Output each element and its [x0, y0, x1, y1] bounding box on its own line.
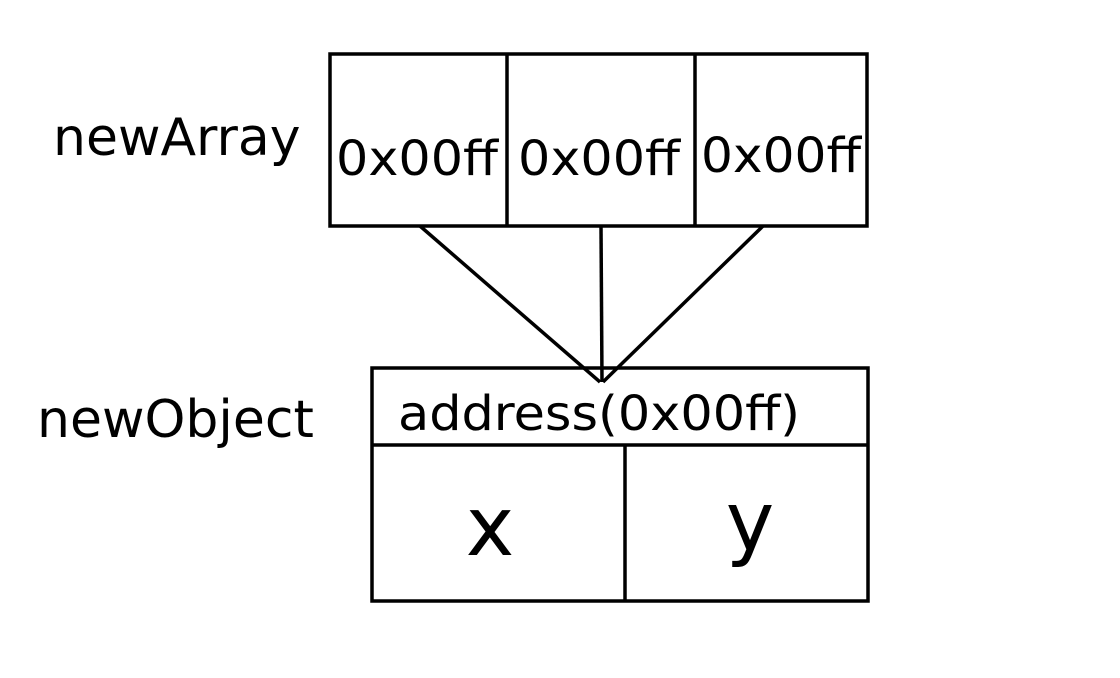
reference-line-1	[599, 225, 604, 383]
array-cell-1: 0x00ff	[518, 131, 681, 187]
object-box: address(0x00ff) x y	[370, 366, 870, 603]
object-field-y: y	[726, 475, 775, 570]
array-box-outline	[328, 52, 869, 228]
object-address: address(0x00ff)	[398, 386, 800, 442]
array-cell-0: 0x00ff	[336, 131, 499, 187]
reference-line-0	[418, 224, 602, 384]
array-cell-2: 0x00ff	[701, 128, 862, 184]
reference-line-2	[601, 224, 765, 384]
array-label: newArray	[53, 108, 301, 168]
object-box-outline	[370, 366, 870, 603]
reference-lines	[418, 224, 765, 384]
object-field-x: x	[466, 480, 515, 575]
object-label: newObject	[37, 390, 314, 450]
array-box: 0x00ff 0x00ff 0x00ff	[328, 52, 869, 228]
